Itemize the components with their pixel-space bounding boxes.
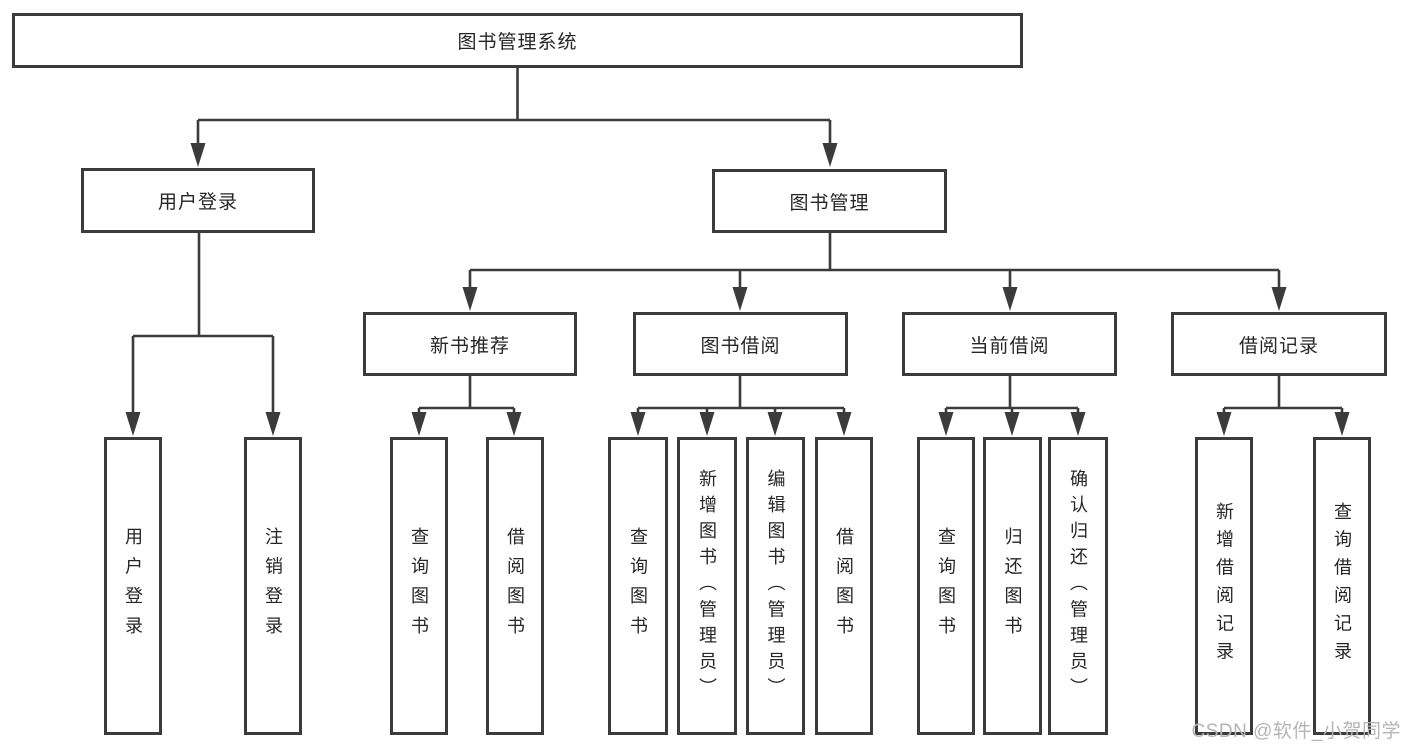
node-borrow-record-label: 借阅记录 — [1238, 335, 1319, 357]
node-book-borrow: 图书借阅 — [633, 312, 848, 376]
leaf-br-query-record-label: 查询借阅记录 — [1332, 502, 1352, 670]
arrow-down-icon — [1271, 287, 1287, 311]
node-user-login-label: 用户登录 — [157, 192, 238, 213]
arrow-down-icon — [630, 412, 646, 436]
arrow-down-icon — [1070, 412, 1086, 436]
leaf-cb-confirm-return: 确认归还（管理员） — [1048, 437, 1108, 735]
arrow-down-icon — [265, 412, 281, 436]
leaf-logout-login-label: 注销登录 — [263, 526, 283, 646]
leaf-cb-confirm-return-label: 确认归还（管理员） — [1068, 468, 1088, 704]
leaf-nb-borrow-book: 借阅图书 — [486, 437, 544, 735]
leaf-bb-add-book: 新增图书（管理员） — [677, 437, 737, 735]
arrow-down-icon — [125, 412, 141, 436]
leaf-user-login: 用户登录 — [104, 437, 162, 735]
leaf-cb-query-book-label: 查询图书 — [936, 526, 956, 646]
leaf-bb-query-book-label: 查询图书 — [628, 526, 648, 646]
arrow-down-icon — [1002, 287, 1018, 311]
leaf-nb-query-book-label: 查询图书 — [409, 526, 429, 646]
csdn-watermark: CSDN @软件_小贺同学 — [1191, 721, 1401, 742]
node-book-borrow-label: 图书借阅 — [700, 335, 781, 357]
leaf-nb-borrow-book-label: 借阅图书 — [505, 526, 525, 646]
leaf-logout-login: 注销登录 — [244, 437, 302, 735]
node-book-management: 图书管理 — [712, 169, 947, 233]
leaf-bb-edit-book-label: 编辑图书（管理员） — [765, 468, 786, 704]
node-new-book-recommend-label: 新书推荐 — [429, 335, 510, 357]
leaf-cb-return-book: 归还图书 — [983, 437, 1042, 735]
arrow-down-icon — [1216, 412, 1232, 436]
node-user-login: 用户登录 — [81, 168, 315, 233]
node-current-borrow: 当前借阅 — [902, 312, 1117, 376]
arrow-down-icon — [822, 143, 838, 167]
node-new-book-recommend: 新书推荐 — [363, 312, 577, 376]
arrow-down-icon — [462, 287, 478, 311]
leaf-bb-add-book-label: 新增图书（管理员） — [697, 468, 717, 704]
arrow-down-icon — [1334, 412, 1350, 436]
leaf-cb-query-book: 查询图书 — [917, 437, 975, 735]
arrowheads — [125, 143, 1350, 436]
leaf-cb-return-book-label: 归还图书 — [1002, 526, 1023, 646]
arrow-down-icon — [506, 412, 522, 436]
arrow-down-icon — [938, 412, 954, 436]
arrow-down-icon — [190, 143, 206, 167]
leaf-br-query-record: 查询借阅记录 — [1313, 437, 1371, 735]
node-root: 图书管理系统 — [12, 13, 1023, 68]
leaf-br-add-record: 新增借阅记录 — [1195, 437, 1253, 735]
node-root-label: 图书管理系统 — [457, 32, 578, 53]
arrow-down-icon — [836, 412, 852, 436]
leaf-user-login-label: 用户登录 — [123, 526, 143, 646]
leaf-bb-edit-book: 编辑图书（管理员） — [746, 437, 805, 735]
leaf-bb-borrow-book: 借阅图书 — [815, 437, 873, 735]
arrow-down-icon — [1004, 412, 1020, 436]
leaf-bb-borrow-book-label: 借阅图书 — [834, 526, 854, 646]
leaf-br-add-record-label: 新增借阅记录 — [1214, 502, 1234, 670]
node-borrow-record: 借阅记录 — [1171, 312, 1387, 376]
arrow-down-icon — [699, 412, 715, 436]
connector-lines — [131, 68, 1344, 414]
node-current-borrow-label: 当前借阅 — [969, 335, 1050, 357]
arrow-down-icon — [411, 412, 427, 436]
leaf-nb-query-book: 查询图书 — [390, 437, 448, 735]
arrow-down-icon — [732, 287, 748, 311]
leaf-bb-query-book: 查询图书 — [608, 437, 668, 735]
node-book-management-label: 图书管理 — [789, 192, 870, 214]
arrow-down-icon — [767, 412, 783, 436]
